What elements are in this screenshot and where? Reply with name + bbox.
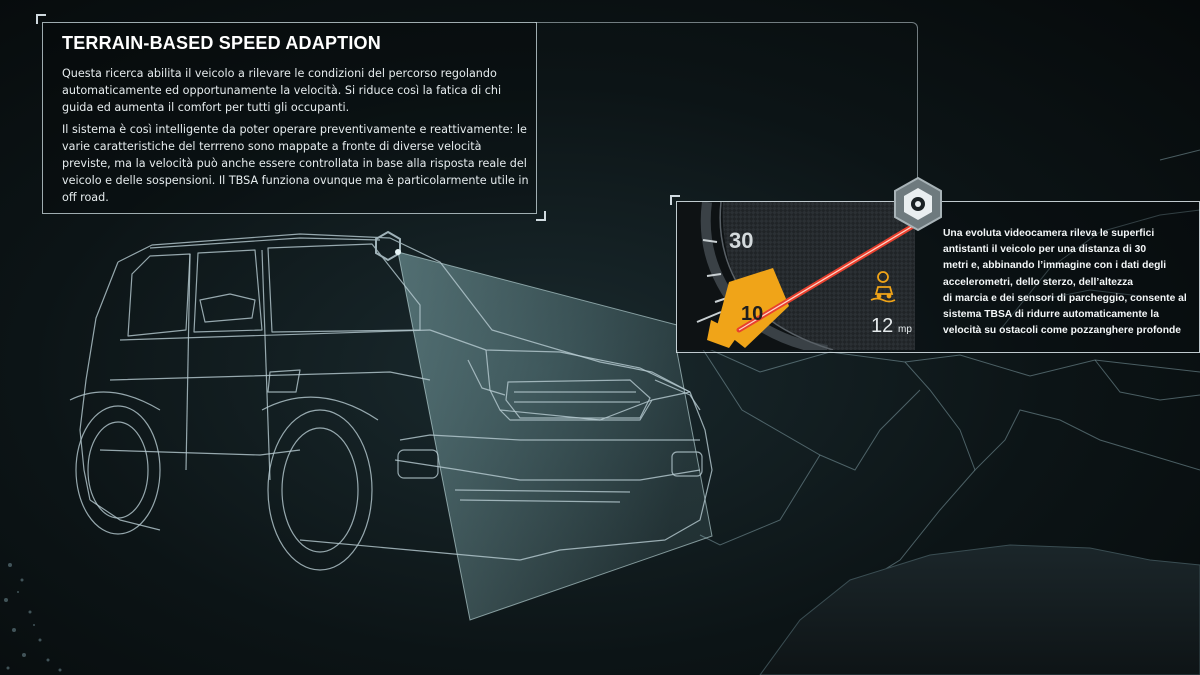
intro-paragraph: Questa ricerca abilita il veicolo a rile… — [62, 67, 502, 114]
corner-bracket — [536, 211, 546, 221]
camera-beam — [397, 251, 713, 621]
car-terrain-warning-icon — [870, 271, 896, 303]
camera-marker-icon — [375, 230, 401, 262]
panel-connector-outline — [535, 22, 918, 195]
corner-bracket — [670, 195, 680, 205]
speed-unit: mp — [898, 324, 912, 335]
info-panel — [42, 22, 537, 214]
corner-bracket — [36, 14, 46, 24]
gauge-graphic: 30 10 12 mp — [677, 202, 915, 350]
speed-readout: 12 — [871, 315, 893, 337]
hexagon-sensor-icon — [894, 176, 942, 232]
gauge-mark-10: 10 — [741, 303, 763, 325]
gauge-mark-30: 30 — [729, 228, 753, 253]
speed-gauge: 30 10 12 mp — [677, 202, 915, 350]
camera-description: Una evoluta videocamera rileva le superf… — [943, 228, 1187, 337]
panel-title: TERRAIN-BASED SPEED ADAPTION — [62, 33, 381, 53]
vehicle-wireframe — [69, 233, 713, 571]
terrain-speckle — [4, 563, 62, 672]
ground-shadow — [759, 544, 1200, 675]
detail-paragraph: Il sistema è così intelligente da poter … — [62, 123, 529, 204]
speed-range-indicator — [717, 268, 789, 348]
terrain-wireframe — [699, 149, 1200, 586]
